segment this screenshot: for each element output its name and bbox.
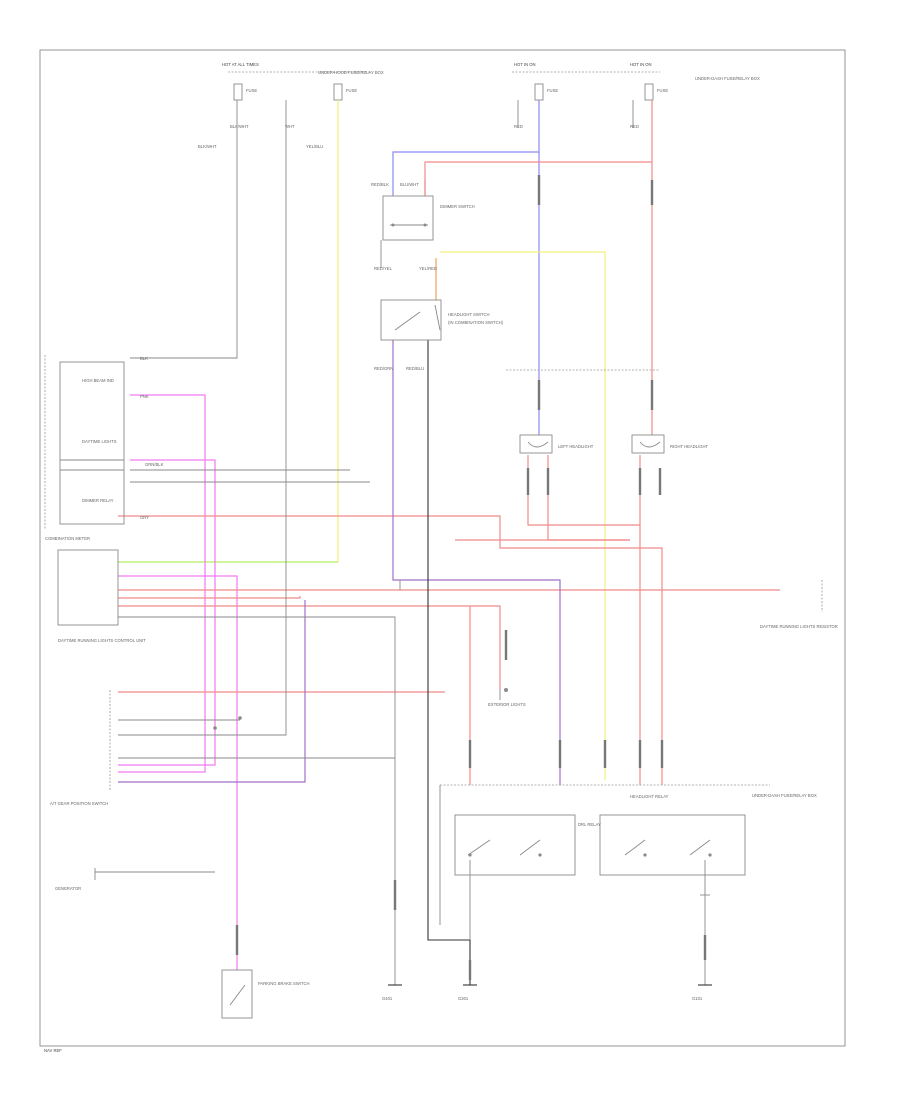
fuse-a-label: FUSE: [246, 88, 257, 93]
daytime-lights-label: DAYTIME LIGHTS: [82, 439, 117, 444]
exterior-lights-label: EXTERIOR LIGHTS: [488, 702, 526, 707]
wire-group: [118, 100, 780, 970]
dimmer-switch-label: DIMMER SWITCH: [440, 204, 475, 209]
hot-in-on-right-label: HOT IN ON: [630, 62, 652, 67]
hot-at-all-times-label: HOT AT ALL TIMES: [222, 62, 259, 67]
wire-label-red-grn: RED/GRN: [374, 366, 393, 371]
headlight-relay-label: HEADLIGHT RELAY: [630, 794, 669, 799]
wire-label-blk-wht-2: BLK/WHT: [198, 144, 217, 149]
wire-pink-long: [118, 575, 238, 970]
at-gear-position-switch: A/T GEAR POSITION SWITCH: [50, 690, 242, 806]
wire-label-blk-wht-1: BLK/WHT: [230, 124, 249, 129]
wire-red-top: [424, 100, 653, 196]
gauge-assembly: HIGH BEAM IND DAYTIME LIGHTS DIMMER RELA…: [44, 355, 164, 541]
fuse-area-left: HOT AT ALL TIMES UNDER-HOOD FUSE/RELAY B…: [198, 62, 384, 149]
fuse-d-label: FUSE: [657, 88, 668, 93]
generator: GENERATOR: [55, 868, 215, 891]
drl-control-unit-label: DAYTIME RUNNING LIGHTS CONTROL UNIT: [58, 638, 146, 643]
combination-meter-label: COMBINATION METER: [45, 536, 90, 541]
parking-brake-switch: PARKING BRAKE SWITCH: [221, 969, 310, 1019]
wire-label-red-blk: RED/BLK: [371, 182, 389, 187]
wire-label-red-yel: RED/YEL: [374, 266, 393, 271]
at-gear-position-label: A/T GEAR POSITION SWITCH: [50, 801, 108, 806]
combination-switch-label: (IN COMBINATION SWITCH): [448, 320, 504, 325]
wire-label-wht-a: WHT: [285, 124, 295, 129]
wire-purple-main: [392, 340, 561, 785]
ground-g301: G301: [458, 984, 477, 1001]
wire-label-red-blu: RED/BLU: [406, 366, 424, 371]
diagram-frame: [39, 49, 846, 1047]
drl-relay-label: DRL RELAY: [578, 822, 601, 827]
wire-label-gry: GRY: [140, 515, 149, 520]
wire-purple-left: [118, 600, 306, 783]
ground-g101-label: G101: [692, 996, 703, 1001]
wire-label-blu-wht: BLU/WHT: [400, 182, 419, 187]
wire-pink-top: [118, 394, 206, 773]
high-beam-ind-label: HIGH BEAM IND: [82, 378, 114, 383]
dimmer-switch: DIMMER SWITCH RED/BLK BLU/WHT RED/YEL YE…: [371, 182, 475, 271]
wire-pink-mid: [118, 459, 216, 766]
wire-label-yel-red: YEL/RED: [419, 266, 437, 271]
parking-brake-switch-label: PARKING BRAKE SWITCH: [258, 981, 310, 986]
wire-label-blk: BLK: [140, 356, 148, 361]
ground-g301-label: G301: [458, 996, 469, 1001]
wire-red-lh2: [547, 455, 630, 541]
ground-g101: G101: [692, 984, 712, 1001]
relay-block: DRL RELAY HEADLIGHT RELAY UNDER-DASH FUS…: [439, 784, 817, 925]
fuse-area-right: HOT IN ON HOT IN ON UNDER-DASH FUSE/RELA…: [512, 62, 760, 129]
left-headlight-label: LEFT HEADLIGHT: [558, 444, 594, 449]
dimmer-relay-label: DIMMER RELAY: [82, 498, 114, 503]
hot-in-on-left-label: HOT IN ON: [514, 62, 536, 67]
connector-ticks: [235, 175, 707, 980]
wire-red-main: [118, 515, 663, 785]
wire-blue-top: [392, 100, 540, 196]
ground-g401-label: G401: [382, 996, 393, 1001]
wire-red-lh1: [527, 455, 640, 526]
fuse-box-mid-label: UNDER-DASH FUSE/RELAY BOX: [752, 793, 817, 798]
drl-resistor: DAYTIME RUNNING LIGHTS RESISTOR: [760, 580, 838, 629]
wire-label-yel-blu: YEL/BLU: [306, 144, 323, 149]
drl-resistor-label: DAYTIME RUNNING LIGHTS RESISTOR: [760, 624, 838, 629]
exterior-lights: EXTERIOR LIGHTS: [488, 688, 526, 707]
headlight-switch-label: HEADLIGHT SWITCH: [448, 312, 490, 317]
wire-label-grn-blk: GRN/BLK: [145, 462, 164, 467]
fuse-c-label: FUSE: [547, 88, 558, 93]
drl-control-unit: DAYTIME RUNNING LIGHTS CONTROL UNIT: [57, 549, 146, 643]
wire-yellow-left: [118, 100, 339, 563]
nav-ref-label: NAV REF: [44, 1048, 62, 1053]
fuse-box-left-label: UNDER-HOOD FUSE/RELAY BOX: [318, 70, 384, 75]
fuse-b-label: FUSE: [346, 88, 357, 93]
generator-label: GENERATOR: [55, 886, 81, 891]
left-headlight: LEFT HEADLIGHT: [519, 434, 594, 454]
headlight-switch: HEADLIGHT SWITCH (IN COMBINATION SWITCH)…: [374, 299, 504, 371]
wire-red-3: [118, 605, 501, 690]
wire-yellow-right: [440, 251, 606, 780]
wire-red-2: [118, 596, 301, 599]
right-headlight: RIGHT HEADLIGHT: [631, 434, 709, 454]
right-headlight-label: RIGHT HEADLIGHT: [670, 444, 709, 449]
wire-label-red-b: RED: [630, 124, 639, 129]
ground-wire-group: [118, 100, 706, 985]
ground-g401: G401: [382, 984, 402, 1001]
wire-label-pnk: PNK: [140, 394, 149, 399]
fuse-box-right-label: UNDER-DASH FUSE/RELAY BOX: [695, 76, 760, 81]
